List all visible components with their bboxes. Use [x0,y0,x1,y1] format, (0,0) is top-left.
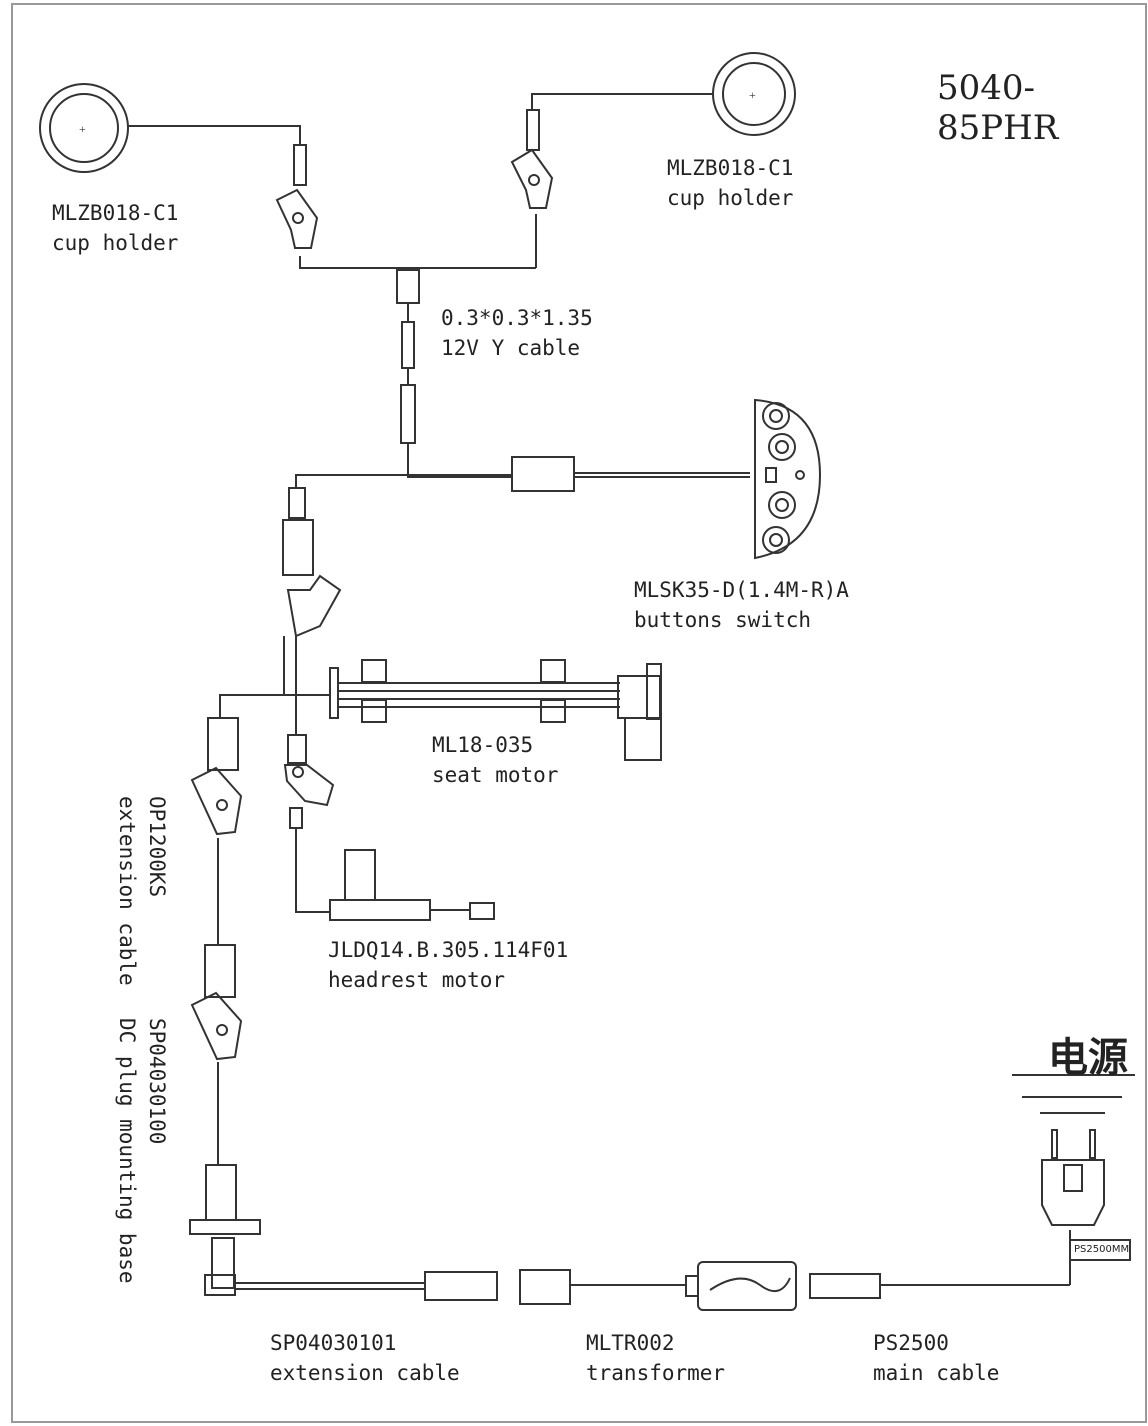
cup-holder-right-name: cup holder [667,186,794,210]
plug-tag: PS2500MM [1074,1244,1130,1255]
y-cable-name: 12V Y cable [441,336,581,360]
svg-text:+: + [79,122,86,136]
power-source-label: 电源 [1048,1035,1128,1081]
main-cable-label: PS2500 main cable [873,1328,999,1388]
y-cable-code: 0.3*0.3*1.35 [441,306,593,330]
transformer-name: transformer [586,1361,726,1385]
diagram-border [11,3,1147,1423]
y-cable-connector-icon [396,269,420,470]
seat-motor-label: ML18-035 seat motor [432,730,558,790]
svg-text:+: + [749,88,756,102]
cup-holder-left-icon: + [39,83,536,269]
power-plug-icon [1012,1074,1135,1261]
transformer-code: MLTR002 [586,1331,675,1355]
cup-holder-right-icon: + [510,52,796,268]
cup-holder-right-label: MLZB018-C1 cup holder [667,153,793,213]
control-box-connector-icon [282,487,342,695]
buttons-switch-name: buttons switch [634,608,812,632]
y-cable-label: 0.3*0.3*1.35 12V Y cable [441,303,593,363]
cup-holder-left-label: MLZB018-C1 cup holder [52,198,178,258]
op1200ks-name: extension cable [115,796,139,986]
bottom-power-chain-icon [235,1230,1071,1311]
buttons-switch-label: MLSK35-D(1.4M-R)A buttons switch [634,575,849,635]
dc-plug-base-name: DC plug mounting base [115,1018,139,1284]
main-cable-name: main cable [873,1361,1000,1385]
dc-plug-base-code: SP04030100 [145,1018,169,1145]
buttons-switch-code: MLSK35-D(1.4M-R)A [634,578,849,602]
cup-holder-left-code: MLZB018-C1 [52,201,179,225]
left-extension-cable-icon [189,694,284,1296]
seat-motor-name: seat motor [432,763,559,787]
cup-holder-left-name: cup holder [52,231,179,255]
buttons-switch-icon [754,398,822,560]
headrest-motor-label: JLDQ14.B.305.114F01 headrest motor [328,935,568,995]
extension-cable-bottom-name: extension cable [270,1361,460,1385]
main-cable-code: PS2500 [873,1331,949,1355]
extension-cable-bottom-label: SP04030101 extension cable [270,1328,460,1388]
extension-cable-bottom-code: SP04030101 [270,1331,397,1355]
headrest-motor-code: JLDQ14.B.305.114F01 [328,938,569,962]
headrest-motor-icon [283,695,495,921]
headrest-motor-name: headrest motor [328,968,506,992]
cup-holder-right-code: MLZB018-C1 [667,156,794,180]
main-trunk-cable-icon [295,456,750,492]
seat-motor-code: ML18-035 [432,733,534,757]
op1200ks-code: OP1200KS [145,796,169,898]
model-number: 5040-85PHR [937,68,1059,148]
transformer-label: MLTR002 transformer [586,1328,725,1388]
seat-motor-icon [284,659,662,761]
